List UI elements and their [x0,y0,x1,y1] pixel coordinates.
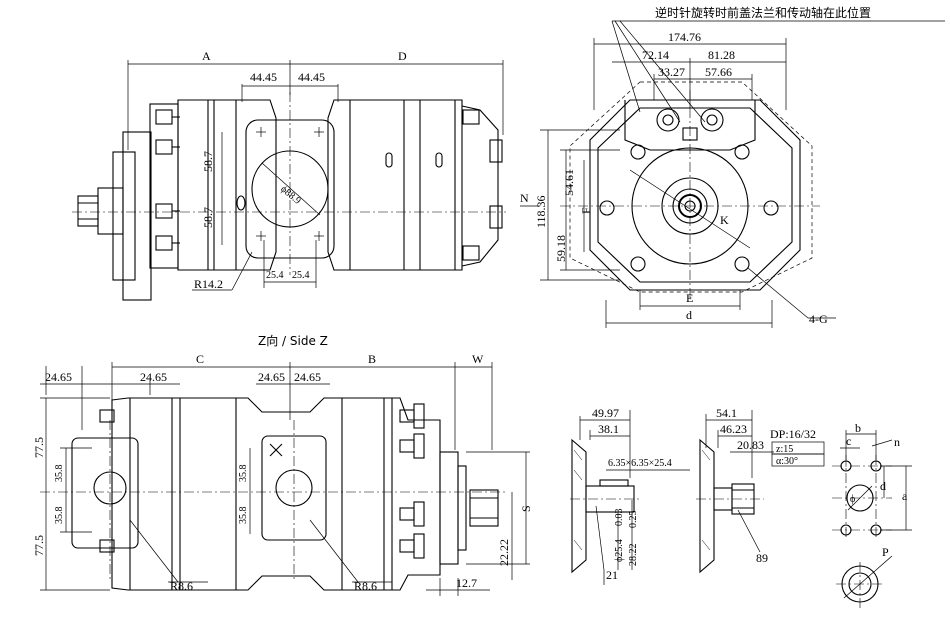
dim-35-8-b: 35.8 [54,507,65,525]
shaft-dia: ϕ25.4 [614,539,625,562]
top-view: A D 44.45 44.45 [72,49,506,301]
dim-d: d [686,308,692,322]
end-view: 174.76 72.14 81.28 33.27 57.66 [520,30,836,328]
dim-25-4-left: 25.4 [266,270,284,281]
port-n: n [894,435,900,449]
bolt-group-side [99,403,425,559]
port-d: d [880,479,886,493]
rotation-note-text: 逆时针旋转时前盖法兰和传动轴在此位置 [655,5,871,20]
radius-R8-6-right: R8.6 [354,579,377,593]
label-N: N [520,191,529,205]
callout-89: 89 [756,551,768,565]
radius-R8-6-left: R8.6 [170,579,193,593]
dim-C: C [196,352,204,366]
dim-24-65-a: 24.65 [45,370,72,384]
dim-59-18: 59.18 [554,235,568,262]
rotation-note: 逆时针旋转时前盖法兰和传动轴在此位置 [611,5,945,123]
dim-22-22: 22.22 [497,539,511,566]
dim-118-36: 118.36 [534,195,548,228]
dim-33-27: 33.27 [658,65,685,79]
dim-174-76: 174.76 [668,30,701,44]
dim-S: S [519,505,533,512]
side-view-title: Z向 / Side Z [258,333,328,348]
spline-dp: DP:16/32 [770,427,816,441]
dim-54-61: 54.61 [562,169,576,196]
dim-24-65-b: 24.65 [140,370,167,384]
side-view: Z向 / Side Z C B W 24.65 24.65 24.65 24.6… [32,333,533,596]
dim-W: W [472,352,484,366]
port-a: a [902,489,908,503]
dim-35-8-a: 35.8 [54,465,65,483]
shaft-dia-tol: 0.03 [614,509,625,527]
dim-24-65-c: 24.65 [258,370,285,384]
dim-46-23: 46.23 [720,422,747,436]
dim-44-45-left: 44.45 [250,70,277,84]
dim-77-5-bottom: 77.5 [32,535,46,556]
dim-B: B [368,352,376,366]
spline-shaft-detail: 54.1 46.23 20.83 DP:16/32 z:15 α:30° 89 [696,406,825,574]
dim-28-22: 28.22 [628,544,639,567]
radius-R14-2: R14.2 [194,277,223,291]
dim-49-97: 49.97 [592,406,619,420]
dim-81-28: 81.28 [708,48,735,62]
dim-35-8-c: 35.8 [238,465,249,483]
dim-K: K [720,213,729,227]
spline-z: z:15 [776,444,793,455]
dim-57-66: 57.66 [705,65,732,79]
dim-12-7: 12.7 [456,576,477,590]
dim-58-7-top: 58.7 [201,151,215,172]
bolt-group-left [155,109,180,251]
dim-35-8-d: 35.8 [238,507,249,525]
dim-20-83: 20.83 [737,438,764,452]
dim-28-22-tol: 0.25 [628,511,639,529]
key-size: 6.35×6.35×25.4 [608,458,672,469]
dim-24-65-d: 24.65 [294,370,321,384]
port-c: c [846,434,851,448]
dim-54-1: 54.1 [716,406,737,420]
keyed-shaft-detail: 49.97 38.1 6.35×6.35×25.4 ϕ25.4 0.03 28.… [570,406,690,585]
dim-38-1: 38.1 [598,422,619,436]
dim-A: A [202,49,211,63]
dim-phi-88-9: ϕ88.9 [278,184,303,207]
holes-4-G: 4-G [809,312,828,326]
dim-58-7-bottom: 58.7 [201,207,215,228]
dim-F: F [579,207,593,214]
spline-spec: DP:16/32 z:15 α:30° [770,427,825,467]
dim-D: D [398,49,407,63]
dim-44-45-right: 44.45 [298,70,325,84]
spline-alpha: α:30° [776,456,798,467]
callout-21: 21 [606,568,618,582]
port-phi: ϕ [850,494,855,505]
dim-72-14: 72.14 [642,48,669,62]
dim-25-4-right: 25.4 [292,270,310,281]
port-P: P [882,545,889,559]
dim-E: E [686,291,693,305]
dim-77-5-top: 77.5 [32,437,46,458]
port-b: b [855,421,861,435]
port-detail: b c n ϕ d a P [832,421,912,608]
